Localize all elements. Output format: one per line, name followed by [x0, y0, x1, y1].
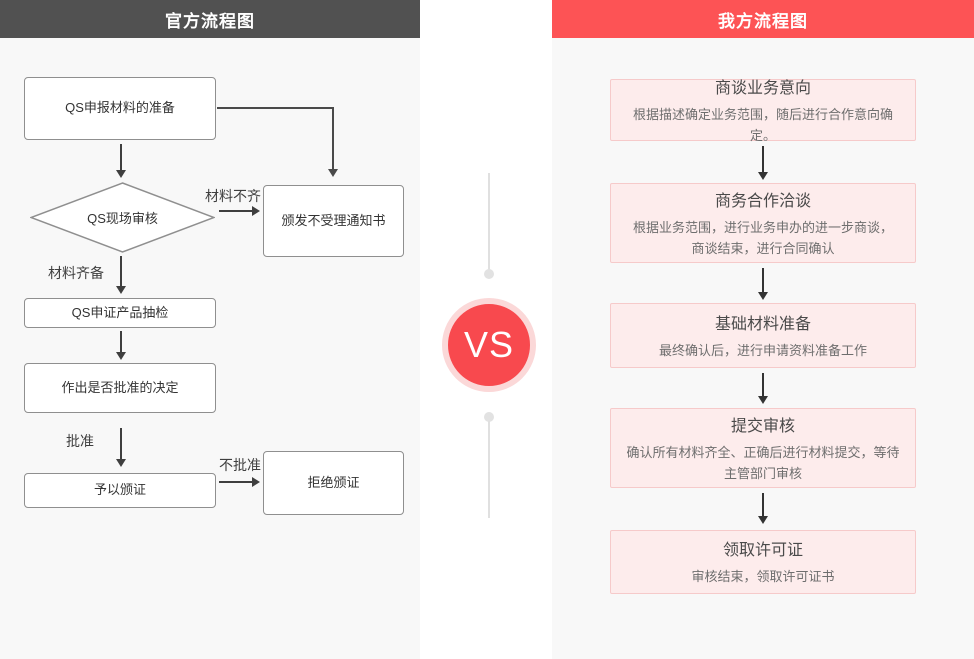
step-desc: 根据业务范围，进行业务申办的进一步商谈， 商谈结束，进行合同确认	[632, 220, 893, 256]
connector-elbow-vertical	[332, 107, 334, 169]
flow-node-decision: 作出是否批准的决定	[24, 363, 216, 413]
step-desc: 审核结束，领取许可证书	[691, 569, 835, 585]
flow-node-prepare: QS申报材料的准备	[24, 77, 216, 140]
edge-label-approved: 批准	[66, 433, 94, 449]
flow-node-grant-label: 予以颁证	[93, 482, 146, 498]
connector-elbow-horizontal	[217, 107, 334, 109]
vs-divider-dot-top	[484, 269, 494, 279]
arrow-right-icon	[219, 477, 260, 487]
flow-node-reject-notice: 颁发不受理通知书	[263, 185, 404, 257]
step-desc: 最终确认后，进行申请资料准备工作	[658, 342, 867, 358]
edge-label-incomplete: 材料不齐	[205, 188, 261, 204]
diamond-shape-icon	[30, 182, 215, 253]
step-desc: 根据描述确定业务范围，随后进行合作意向确定。	[632, 107, 893, 143]
official-flow-title: 官方流程图	[165, 11, 255, 31]
vs-divider-dot-bottom	[484, 412, 494, 422]
step-business-talk: 商务合作洽谈 根据业务范围，进行业务申办的进一步商谈， 商谈结束，进行合同确认	[610, 183, 916, 263]
step-title: 领取许可证	[722, 542, 803, 560]
arrow-down-icon	[116, 256, 126, 294]
official-flow-header: 官方流程图	[0, 0, 420, 38]
flow-node-review: QS现场审核	[30, 182, 215, 253]
arrow-down-icon	[758, 146, 768, 180]
vs-badge: VS	[442, 298, 536, 392]
connector-elbow-arrowhead-icon	[328, 169, 338, 177]
our-flow-header: 我方流程图	[552, 0, 974, 38]
step-get-license: 领取许可证 审核结束，领取许可证书	[610, 530, 916, 594]
step-title: 基础材料准备	[714, 315, 811, 333]
flow-node-grant: 予以颁证	[24, 473, 216, 508]
step-title: 商谈业务意向	[714, 80, 811, 98]
arrow-down-icon	[116, 331, 126, 360]
flow-node-refuse: 拒绝颁证	[263, 451, 404, 515]
flow-node-sampling-label: QS申证产品抽检	[71, 304, 169, 320]
arrow-down-icon	[758, 373, 768, 404]
arrow-down-icon	[758, 268, 768, 300]
arrow-down-icon	[116, 428, 126, 467]
our-flow-panel: 我方流程图 商谈业务意向 根据描述确定业务范围，随后进行合作意向确定。 商务合作…	[552, 0, 974, 659]
step-title: 商务合作洽谈	[714, 193, 811, 211]
step-submit-review: 提交审核 确认所有材料齐全、正确后进行材料提交，等待 主管部门审核	[610, 408, 916, 488]
flow-node-decision-label: 作出是否批准的决定	[61, 379, 179, 395]
flow-node-sampling: QS申证产品抽检	[24, 298, 216, 328]
arrow-down-icon	[758, 493, 768, 524]
flow-node-reject-notice-label: 颁发不受理通知书	[281, 212, 386, 228]
edge-label-not-approved: 不批准	[219, 457, 261, 473]
step-material-prepare: 基础材料准备 最终确认后，进行申请资料准备工作	[610, 303, 916, 368]
flow-node-review-label: QS现场审核	[87, 211, 158, 226]
our-flow-title: 我方流程图	[718, 11, 808, 31]
vs-divider-line-top	[488, 173, 490, 272]
flow-node-prepare-label: QS申报材料的准备	[65, 100, 175, 116]
vs-divider-line-bottom	[488, 421, 490, 518]
vs-badge-label: VS	[463, 324, 515, 365]
official-flow-panel: 官方流程图 QS申报材料的准备 QS现场审核 材料不齐 颁发不受理通	[0, 0, 420, 659]
arrow-right-icon	[219, 206, 260, 216]
step-negotiate-intent: 商谈业务意向 根据描述确定业务范围，随后进行合作意向确定。	[610, 79, 916, 143]
arrow-down-icon	[116, 144, 126, 178]
edge-label-complete: 材料齐备	[48, 265, 104, 281]
step-title: 提交审核	[730, 418, 795, 436]
flow-node-refuse-label: 拒绝颁证	[307, 474, 360, 490]
step-desc: 确认所有材料齐全、正确后进行材料提交，等待 主管部门审核	[626, 445, 900, 481]
